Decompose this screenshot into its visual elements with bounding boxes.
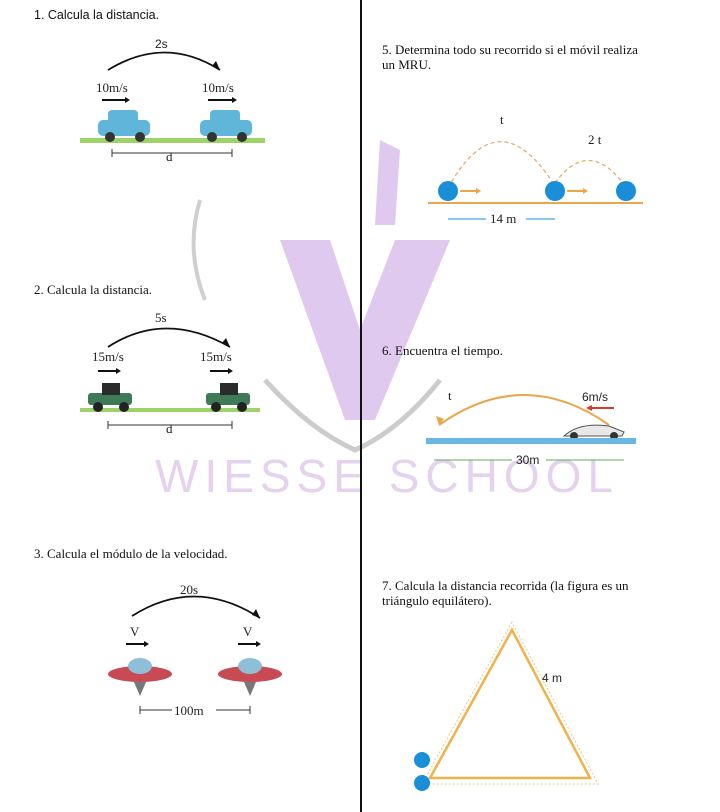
problem-5-figure: t 2 t 14 m — [428, 112, 643, 226]
problem-1-v2: 10m/s — [202, 80, 234, 95]
problem-1-text: 1. Calcula la distancia. — [34, 8, 160, 22]
problem-2-text: 2. Calcula la distancia. — [34, 282, 153, 297]
problem-3-v1: V — [130, 624, 140, 639]
problem-2-figure: 5s 15m/s 15m/s d — [80, 310, 260, 436]
problem-3-distance: 100m — [174, 703, 204, 718]
problem-5-distance: 14 m — [490, 211, 516, 226]
problem-2-time: 5s — [155, 310, 167, 325]
problem-1-v1: 10m/s — [96, 80, 128, 95]
problem-7-side: 4 m — [542, 671, 562, 685]
problem-1-distance: d — [166, 149, 173, 164]
problem-6-speed: 6m/s — [582, 390, 608, 404]
problem-3-figure: 20s V V 100m — [108, 582, 282, 718]
car-icon — [98, 110, 150, 142]
problem-1-figure: 2s 10m/s 10m/s d — [80, 37, 265, 164]
column-divider — [360, 0, 362, 812]
problem-5-text-line1: 5. Determina todo su recorrido si el móv… — [382, 42, 638, 57]
problem-5-text-line2: un MRU. — [382, 57, 432, 72]
race-car-icon — [562, 424, 625, 440]
problem-2-v1: 15m/s — [92, 349, 124, 364]
problem-7-text-line1: 7. Calcula la distancia recorrida (la fi… — [382, 578, 629, 593]
problem-6-text: 6. Encuentra el tiempo. — [382, 343, 503, 358]
problem-3-v2: V — [243, 624, 253, 639]
ufo-icon — [218, 658, 282, 696]
ball-icon — [414, 775, 430, 791]
problem-6-time: t — [448, 388, 452, 403]
problem-7-figure: 4 m — [414, 620, 599, 791]
problem-6-distance: 30m — [516, 453, 539, 467]
problem-3-text: 3. Calcula el módulo de la velocidad. — [34, 546, 228, 561]
problem-2-v2: 15m/s — [200, 349, 232, 364]
problem-5-t2: 2 t — [588, 132, 602, 147]
ball-icon — [545, 181, 565, 201]
ufo-icon — [108, 658, 172, 696]
problem-7-text-line2: triángulo equilátero). — [382, 593, 492, 608]
problem-6-figure: t 6m/s 30m — [426, 388, 636, 467]
ball-icon — [414, 752, 430, 768]
watermark-text: WIESSE SCHOOL — [155, 450, 619, 502]
problem-3-time: 20s — [180, 582, 198, 597]
old-car-icon — [88, 383, 132, 412]
car-icon — [200, 110, 252, 142]
problem-5-t1: t — [500, 112, 504, 127]
problem-2-distance: d — [166, 421, 173, 436]
ball-icon — [438, 181, 458, 201]
old-car-icon — [206, 383, 250, 412]
problem-1-time: 2s — [155, 37, 168, 51]
ball-icon — [616, 181, 636, 201]
